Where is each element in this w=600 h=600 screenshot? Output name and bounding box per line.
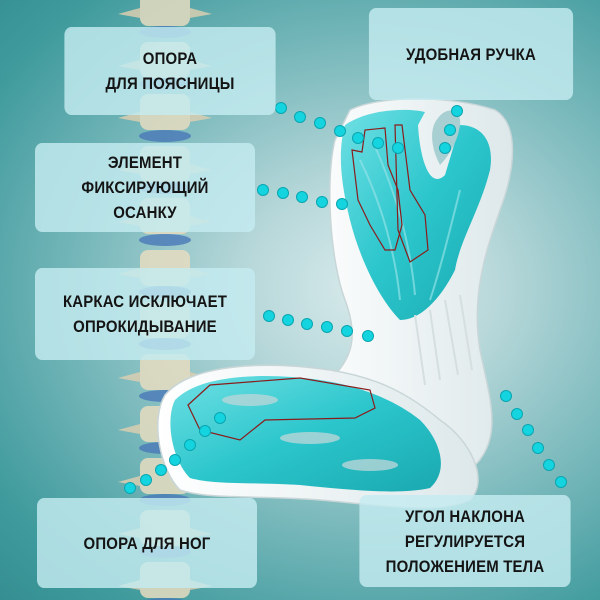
callout-label: УДОБНАЯ РУЧКА	[406, 44, 536, 64]
connector-dot	[124, 482, 136, 494]
callout-label: ЭЛЕМЕНТ ФИКСИРУЮЩИЙ ОСАНКУ	[81, 153, 209, 222]
connector-dot	[140, 474, 152, 486]
connector-dot	[444, 124, 456, 136]
connector-dot	[511, 408, 523, 420]
callout-label: КАРКАС ИСКЛЮЧАЕТ ОПРОКИДЫВАНИЕ	[62, 292, 228, 336]
callout-label: ОПОРА ДЛЯ НОГ	[83, 533, 211, 553]
connector-dot	[532, 442, 544, 454]
connector-dot	[214, 412, 226, 424]
callout-label: ОПОРА ДЛЯ ПОЯСНИЦЫ	[105, 49, 235, 93]
connector-dot	[263, 310, 275, 322]
connector-dot	[277, 187, 289, 199]
connector-dot	[451, 105, 463, 117]
callout-leg-support: ОПОРА ДЛЯ НОГ	[37, 498, 257, 588]
connector-dot	[362, 330, 374, 342]
connector-dot	[372, 137, 384, 149]
connector-dot	[321, 321, 333, 333]
callout-tilt-angle: УГОЛ НАКЛОНА РЕГУЛИРУЕТСЯ ПОЛОЖЕНИЕМ ТЕЛ…	[359, 495, 571, 587]
connector-dot	[392, 142, 404, 154]
connector-dot	[275, 102, 287, 114]
connector-dot	[294, 111, 306, 123]
spinal-disc	[139, 130, 191, 142]
connector-dot	[334, 125, 346, 137]
connector-dot	[169, 454, 181, 466]
callout-anti-tip-frame: КАРКАС ИСКЛЮЧАЕТ ОПРОКИДЫВАНИЕ	[35, 268, 255, 360]
seat-backrest-pad	[340, 109, 491, 321]
connector-dot	[184, 439, 196, 451]
vertebra-process	[118, 8, 212, 18]
vertebra	[140, 354, 190, 390]
connector-dot	[316, 196, 328, 208]
connector-dot	[500, 390, 512, 402]
connector-dot	[155, 464, 167, 476]
connector-dot	[257, 184, 269, 196]
spinal-disc	[139, 234, 191, 246]
connector-dot	[199, 425, 211, 437]
connector-dot	[314, 117, 326, 129]
connector-dot	[543, 459, 555, 471]
connector-dot	[296, 191, 308, 203]
connector-dot	[352, 132, 364, 144]
connector-dot	[522, 424, 534, 436]
connector-dot	[439, 142, 451, 154]
callout-posture-fixing-element: ЭЛЕМЕНТ ФИКСИРУЮЩИЙ ОСАНКУ	[35, 143, 255, 232]
connector-dot	[555, 476, 567, 488]
connector-dot	[336, 198, 348, 210]
vertebra	[140, 0, 190, 26]
posture-outline	[351, 127, 403, 251]
callout-handle: УДОБНАЯ РУЧКА	[368, 8, 574, 100]
connector-dot	[282, 314, 294, 326]
connector-dot	[301, 318, 313, 330]
vertebra-process	[118, 112, 212, 122]
callout-lumbar-support: ОПОРА ДЛЯ ПОЯСНИЦЫ	[64, 27, 276, 115]
callout-label: УГОЛ НАКЛОНА РЕГУЛИРУЕТСЯ ПОЛОЖЕНИЕМ ТЕЛ…	[385, 506, 545, 576]
connector-dot	[341, 325, 353, 337]
